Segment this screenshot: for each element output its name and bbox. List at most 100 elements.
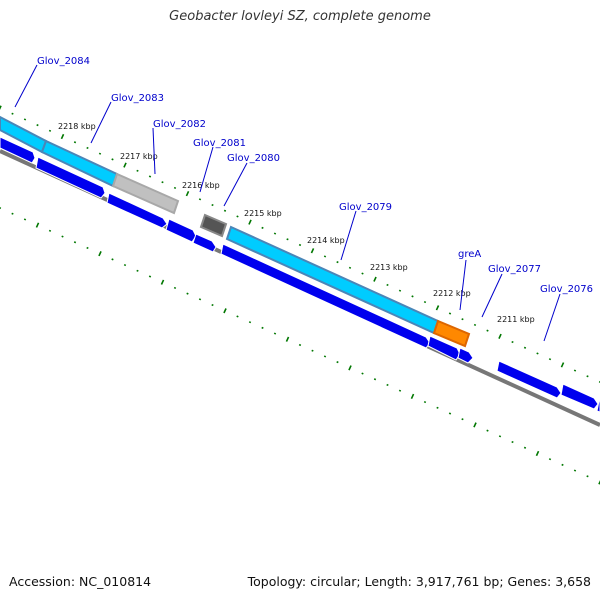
minor-tick	[148, 275, 152, 278]
gene-label-glov-2076[interactable]: Glov_2076	[540, 284, 593, 295]
kbp-labels: 2218 kbp 2217 kbp 2216 kbp 2215 kbp 2214…	[58, 122, 535, 324]
major-tick	[223, 308, 227, 314]
kbp-label: 2218 kbp	[58, 122, 96, 131]
kbp-label: 2211 kbp	[497, 315, 535, 324]
minor-tick	[586, 475, 589, 478]
minor-tick	[48, 229, 52, 232]
minor-tick	[448, 312, 452, 315]
cds-track	[0, 136, 600, 413]
callout-line	[481, 273, 503, 318]
minor-tick	[448, 412, 452, 415]
cds-arrow[interactable]	[220, 243, 431, 349]
major-tick	[248, 219, 252, 225]
gene-label-glov-2081[interactable]: Glov_2081	[193, 138, 246, 149]
kbp-label: 2214 kbp	[307, 236, 345, 245]
minor-tick	[298, 343, 302, 347]
cds-arrow[interactable]	[457, 347, 474, 364]
minor-tick	[511, 340, 514, 344]
minor-tick	[11, 112, 14, 115]
cds-arrow[interactable]	[0, 136, 36, 164]
minor-tick	[173, 186, 177, 190]
minor-tick	[136, 169, 139, 172]
cds-arrow[interactable]	[560, 383, 599, 410]
minor-tick	[336, 361, 339, 364]
minor-tick	[286, 238, 289, 241]
cds-arrow[interactable]	[165, 218, 197, 243]
major-tick	[310, 248, 315, 254]
callout-line	[543, 293, 561, 342]
gene-bar-glov-2081[interactable]	[199, 213, 228, 238]
major-tick	[185, 191, 190, 197]
minor-tick	[423, 300, 427, 304]
minor-tick	[161, 181, 164, 184]
callout-line	[199, 146, 214, 193]
major-tick	[498, 333, 502, 339]
gene-label-glov-2084[interactable]: Glov_2084	[37, 56, 90, 67]
minor-tick	[348, 266, 352, 269]
minor-tick	[323, 255, 327, 258]
minor-tick	[198, 198, 202, 201]
minor-tick	[436, 406, 439, 409]
minor-tick	[136, 269, 139, 272]
minor-tick	[211, 303, 214, 307]
gene-label-glov-2080[interactable]: Glov_2080	[227, 153, 280, 164]
minor-tick	[111, 258, 114, 261]
minor-tick	[186, 292, 189, 295]
minor-tick	[223, 209, 227, 212]
minor-tick	[523, 346, 527, 349]
gene-label-glov-2077[interactable]: Glov_2077	[488, 264, 541, 275]
minor-tick	[336, 261, 339, 264]
minor-tick	[61, 235, 64, 238]
minor-tick	[148, 175, 152, 178]
callout-line	[459, 259, 467, 311]
minor-tick	[73, 141, 77, 144]
major-tick	[285, 336, 290, 342]
callout-line	[90, 101, 112, 144]
gene-label-glov-2079[interactable]: Glov_2079	[339, 202, 392, 213]
minor-tick	[23, 118, 27, 121]
minor-tick	[548, 358, 552, 361]
major-tick	[60, 133, 65, 140]
major-tick	[160, 279, 165, 285]
minor-tick	[486, 329, 489, 332]
minor-tick	[498, 435, 502, 438]
minor-tick	[386, 283, 389, 287]
minor-tick	[573, 369, 577, 372]
major-tick	[373, 276, 377, 282]
minor-tick	[86, 246, 89, 250]
gene-callouts: Glov_2084 Glov_2083 Glov_2082 Glov_2081 …	[14, 56, 593, 342]
genome-title: Geobacter lovleyi SZ, complete genome	[169, 9, 431, 24]
gene-bar-glov-2082[interactable]	[111, 172, 180, 215]
minor-tick	[236, 215, 239, 218]
minor-tick	[111, 158, 114, 161]
minor-tick	[273, 232, 277, 235]
minor-tick	[548, 458, 552, 461]
kbp-label: 2216 kbp	[182, 181, 220, 190]
tick-rows	[0, 105, 600, 485]
major-tick	[410, 393, 415, 399]
minor-tick	[198, 298, 202, 301]
gene-label-grea[interactable]: greA	[458, 249, 481, 260]
genome-summary: Topology: circular; Length: 3,917,761 bp…	[247, 574, 591, 589]
gene-bar-grea[interactable]	[432, 319, 471, 348]
cds-arrow[interactable]	[496, 360, 562, 399]
major-tick	[35, 222, 40, 228]
gene-label-glov-2082[interactable]: Glov_2082	[153, 119, 206, 130]
minor-tick	[211, 203, 214, 207]
minor-tick	[36, 124, 39, 127]
cds-arrow[interactable]	[192, 233, 217, 253]
minor-tick	[398, 389, 402, 392]
inner-tick-row	[0, 207, 600, 485]
minor-tick	[461, 318, 464, 321]
gene-label-glov-2083[interactable]: Glov_2083	[111, 93, 164, 104]
minor-tick	[261, 326, 264, 329]
kbp-label: 2213 kbp	[370, 263, 408, 272]
minor-tick	[23, 218, 27, 221]
cds-arrow[interactable]	[106, 192, 168, 229]
major-tick	[98, 251, 102, 257]
minor-tick	[98, 152, 102, 155]
minor-tick	[586, 375, 589, 378]
callout-line	[152, 127, 156, 175]
cds-arrow[interactable]	[35, 156, 106, 199]
